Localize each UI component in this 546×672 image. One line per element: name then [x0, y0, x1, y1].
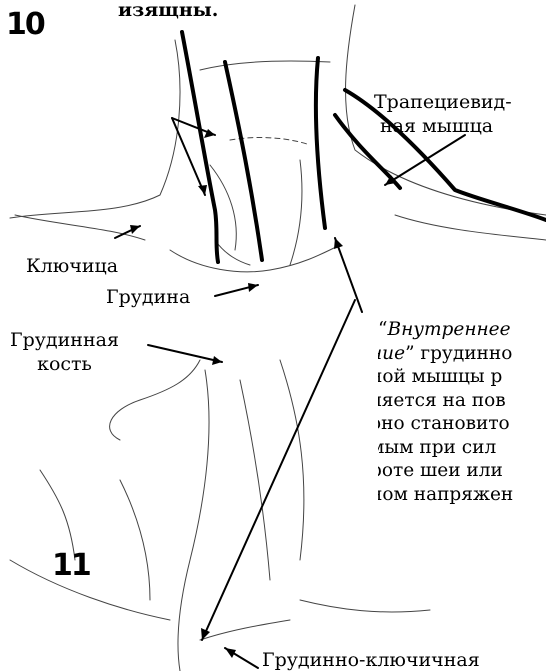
label-breastbone-line2: кость [10, 352, 119, 376]
caption-line1: “Внутреннее [378, 318, 546, 342]
caption-line3: ной мышцы р [378, 365, 546, 389]
label-clavicle: Ключица [26, 254, 118, 278]
caption-line4: ляется на пов [378, 389, 546, 413]
caption-line8: ном напряжен [378, 483, 546, 507]
muscle-lines-top [182, 32, 546, 262]
figure-number-top: 10 [6, 10, 44, 40]
label-trapezius-line2: ная мышца [374, 114, 512, 138]
header-fragment: изящны. [118, 0, 218, 22]
figure-number-bottom: 11 [52, 551, 90, 581]
caption-line6: мым при сил [378, 436, 546, 460]
label-sternum: Грудина [106, 285, 190, 309]
label-breastbone-line1: Грудинная [10, 328, 119, 352]
caption-line5: оно становито [378, 412, 546, 436]
label-trapezius-line1: Трапециевид- [374, 90, 512, 114]
neck-sketch-bottom [10, 360, 430, 671]
arrow-heads [130, 129, 396, 658]
caption-line2: ние” грудинно [378, 342, 546, 366]
caption-text: “Внутреннее ние” грудинно ной мышцы р ля… [378, 318, 546, 506]
label-sternoclavicular: Грудинно-ключичная [262, 648, 480, 672]
neck-sketch-top [10, 5, 546, 272]
label-breastbone: Грудинная кость [10, 328, 119, 376]
label-trapezius: Трапециевид- ная мышца [374, 90, 512, 138]
caption-line7: роте шеи или [378, 459, 546, 483]
